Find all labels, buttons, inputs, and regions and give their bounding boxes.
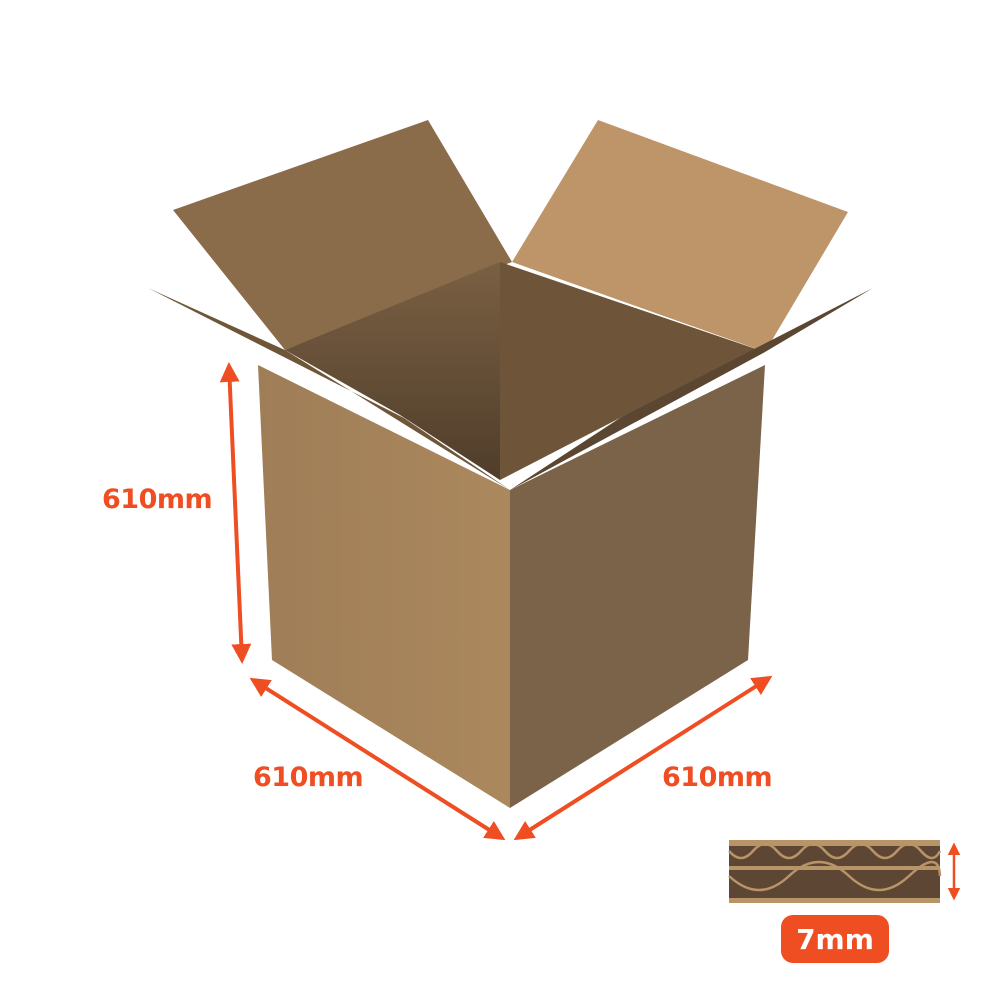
- depth-arrow: [513, 675, 773, 841]
- thickness-badge: 7mm: [781, 915, 889, 963]
- corrugated-cross-section: [728, 840, 942, 903]
- width-label: 610mm: [253, 762, 364, 793]
- height-label: 610mm: [102, 484, 213, 515]
- width-arrow: [249, 677, 506, 841]
- dimension-arrows: [219, 362, 961, 901]
- right-top-flap: [512, 120, 848, 352]
- depth-label: 610mm: [662, 762, 773, 793]
- height-arrow: [219, 362, 252, 664]
- interior-back-right: [500, 262, 765, 480]
- cardboard-box: [148, 120, 873, 808]
- right-side-flap: [510, 288, 873, 490]
- interior-back-left: [285, 262, 500, 480]
